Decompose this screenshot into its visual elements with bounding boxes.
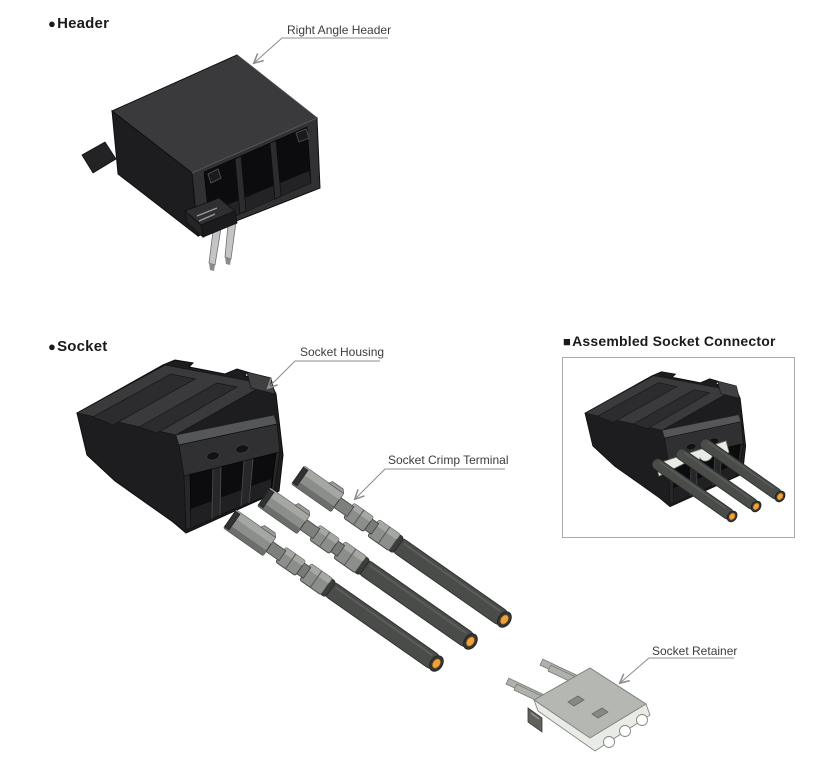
retainer-fork-prongs xyxy=(505,658,590,709)
square-bullet-icon: ■ xyxy=(563,334,572,349)
callout-right-angle-header: Right Angle Header xyxy=(287,23,392,37)
socket-housing-illustration xyxy=(76,359,284,534)
circle-bullet-icon: ● xyxy=(48,339,57,354)
callout-socket-housing: Socket Housing xyxy=(300,345,385,359)
right-angle-header-illustration xyxy=(81,54,321,271)
section-heading-assembled-label: Assembled Socket Connector xyxy=(572,333,776,349)
assembled-connector-box xyxy=(562,357,795,538)
leader-right-angle-header xyxy=(254,37,388,63)
callout-socket-crimp-terminal: Socket Crimp Terminal xyxy=(388,453,509,467)
socket-retainer-illustration xyxy=(505,658,651,752)
callout-socket-retainer: Socket Retainer xyxy=(652,644,738,658)
leader-socket-housing xyxy=(268,360,380,388)
leader-socket-crimp-terminal xyxy=(355,468,505,499)
leader-socket-retainer xyxy=(620,657,734,683)
socket-crimp-terminal-illustration xyxy=(222,462,519,677)
section-heading-assembled: ■Assembled Socket Connector xyxy=(563,333,776,349)
section-heading-header-label: Header xyxy=(57,15,110,32)
section-heading-socket: ●Socket xyxy=(48,338,107,355)
circle-bullet-icon: ● xyxy=(48,16,57,31)
header-pins xyxy=(208,221,237,271)
section-heading-socket-label: Socket xyxy=(57,338,108,355)
section-heading-header: ●Header xyxy=(48,15,109,32)
